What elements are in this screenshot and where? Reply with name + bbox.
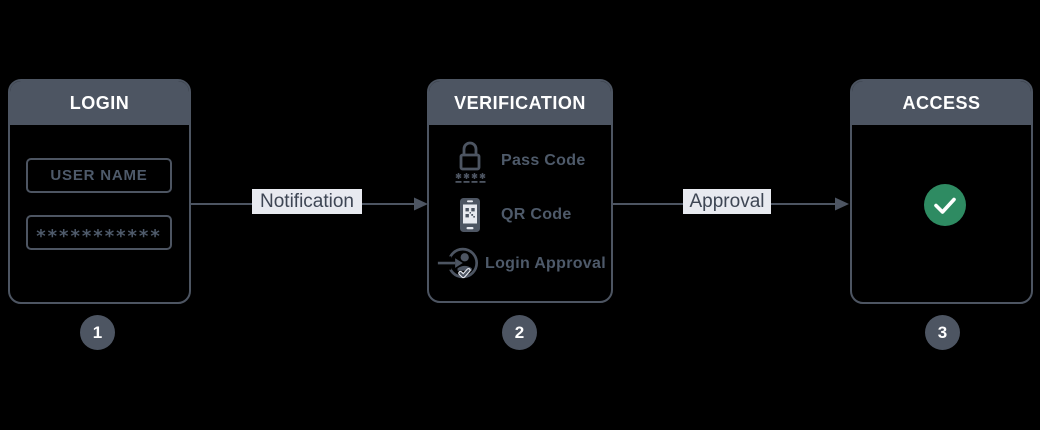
step-badge-3-number: 3: [937, 322, 948, 342]
login-panel-title: LOGIN: [10, 81, 189, 125]
login-panel: LOGIN USER NAME ***********: [8, 79, 191, 304]
step-badge-1: 1: [80, 315, 115, 350]
approval-label-text: Approval: [689, 190, 765, 212]
login-approval-icon: [435, 243, 481, 285]
verification-panel-title: VERIFICATION: [429, 81, 611, 125]
verification-option-label: QR Code: [501, 206, 572, 223]
step-badge-1-number: 1: [92, 322, 103, 342]
verification-option-label: Login Approval: [485, 255, 606, 272]
step-badge-3: 3: [925, 315, 960, 350]
password-field[interactable]: ***********: [26, 215, 172, 250]
success-check-icon: [924, 184, 966, 226]
password-field-value: ***********: [36, 225, 162, 247]
verification-panel: VERIFICATION: [427, 79, 613, 303]
username-field[interactable]: USER NAME: [26, 158, 172, 193]
access-panel-title: ACCESS: [852, 81, 1031, 125]
step-badge-2: 2: [502, 315, 537, 350]
username-field-value: USER NAME: [50, 167, 148, 184]
notification-flow-label: Notification: [252, 189, 362, 214]
verification-option-login-approval[interactable]: Login Approval: [435, 241, 606, 287]
access-panel: ACCESS: [850, 79, 1033, 304]
verification-option-label: Pass Code: [501, 152, 586, 169]
approval-flow-label: Approval: [683, 189, 771, 214]
qr-phone-icon: [447, 197, 493, 233]
notification-label-text: Notification: [260, 190, 354, 212]
verification-option-passcode[interactable]: Pass Code: [447, 135, 586, 187]
step-badge-2-number: 2: [514, 322, 525, 342]
verification-option-qrcode[interactable]: QR Code: [447, 193, 572, 237]
passcode-lock-icon: [447, 138, 493, 184]
